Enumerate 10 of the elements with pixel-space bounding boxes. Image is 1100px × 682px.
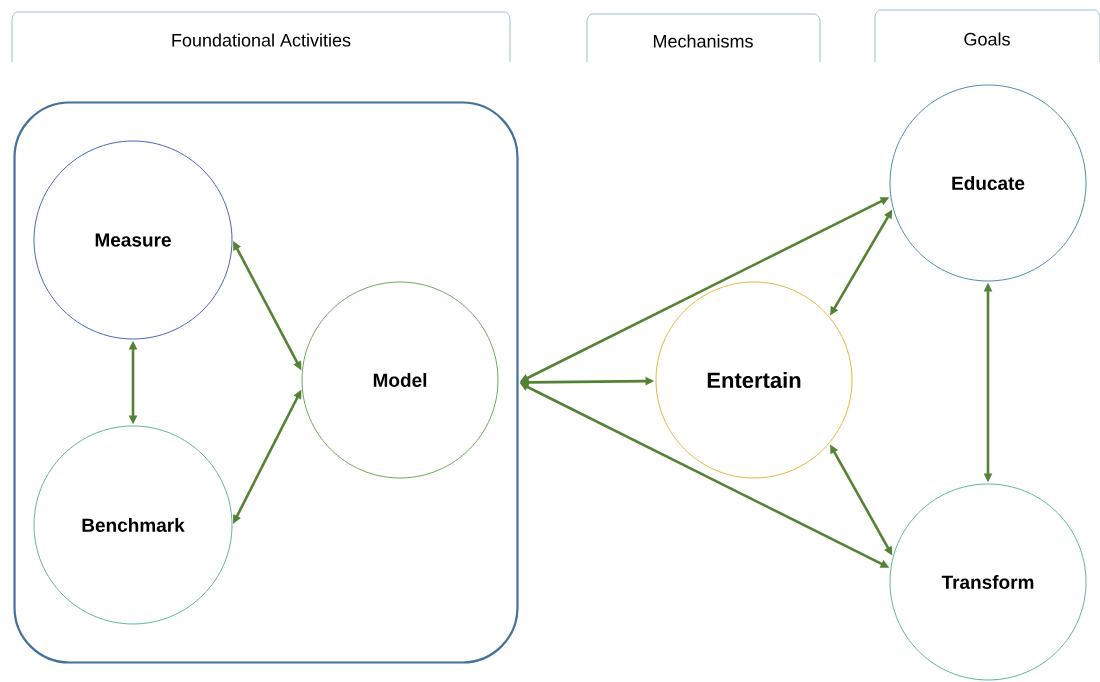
rounded-container <box>13 101 519 664</box>
circle-node: Transform <box>889 483 1087 681</box>
circle-node: Benchmark <box>33 425 233 625</box>
circle-node: Measure <box>33 140 233 340</box>
column-header-tab: Foundational Activities <box>11 11 511 63</box>
circle-node: Model <box>301 281 499 479</box>
circle-node: Educate <box>889 84 1087 282</box>
column-header-tab: Mechanisms <box>586 13 821 63</box>
circle-node: Entertain <box>655 281 853 479</box>
column-header-tab: Goals <box>874 9 1100 63</box>
